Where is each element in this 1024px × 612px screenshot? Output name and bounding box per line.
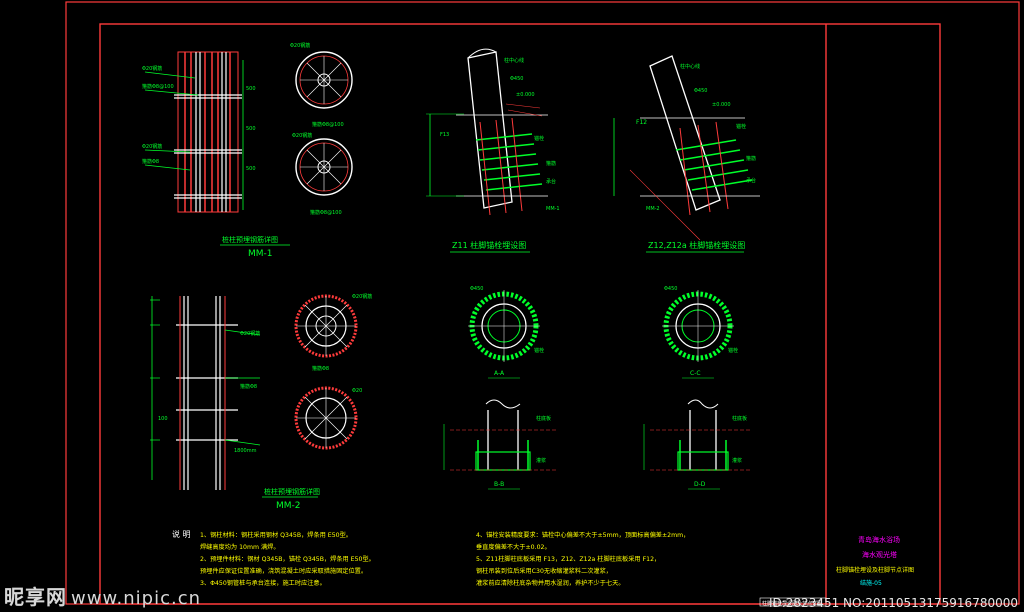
section-dd-label: D-D (694, 481, 706, 488)
svg-text:箍筋Φ8: 箍筋Φ8 (240, 383, 257, 390)
mm1-title: 桩柱预埋钢筋详图 (222, 235, 278, 244)
note-2b: 预埋件应保证位置准确，浇筑混凝土时应采取措施固定位置。 (200, 567, 367, 575)
mm2-code: MM-2 (276, 501, 301, 511)
svg-text:承台: 承台 (546, 178, 556, 185)
svg-text:1800mm: 1800mm (234, 448, 257, 454)
note-5: 5、Z11柱脚柱底板采用 F13，Z12、Z12a 柱脚柱底板采用 F12， (476, 555, 660, 563)
svg-text:Φ450: Φ450 (470, 286, 483, 292)
svg-text:500: 500 (246, 86, 256, 92)
svg-text:锚栓: 锚栓 (736, 123, 746, 130)
note-1b: 焊缝高度均为 10mm 满焊。 (200, 543, 280, 551)
svg-text:柱中心线: 柱中心线 (680, 63, 700, 70)
svg-text:灌浆: 灌浆 (732, 457, 742, 464)
svg-text:Φ20钢筋: Φ20钢筋 (142, 65, 162, 72)
svg-text:Φ20钢筋: Φ20钢筋 (142, 143, 162, 150)
svg-text:箍筋Φ8: 箍筋Φ8 (312, 365, 329, 372)
f12-label: F12 (636, 119, 647, 126)
mm1-code: MM-1 (248, 249, 273, 259)
bottom-label: 柱脚锚栓埋设图及节点详图 (762, 600, 822, 607)
svg-text:锚栓: 锚栓 (728, 347, 738, 354)
svg-text:F13: F13 (440, 132, 449, 138)
svg-text:Φ450: Φ450 (694, 88, 707, 94)
notes-block: 说 明 1、钢柱材料：钢柱采用钢材 Q345B，焊条用 E50型。 焊缝高度均为… (172, 529, 689, 587)
note-5c: 灌浆前应清除柱底杂物并用水湿润，养护不少于七天。 (476, 579, 625, 587)
svg-text:100: 100 (158, 416, 168, 422)
svg-text:箍筋: 箍筋 (746, 155, 756, 162)
notes-heading: 说 明 (172, 529, 191, 539)
z12-title: Z12,Z12a 柱脚锚栓埋设图 (648, 240, 745, 250)
svg-text:MM-1: MM-1 (546, 206, 560, 212)
section-aa-flange: Φ450 锚栓 A-A (468, 286, 544, 379)
svg-text:锚栓: 锚栓 (534, 347, 544, 354)
inner-border (99, 23, 941, 605)
outer-border (65, 1, 1020, 605)
note-4: 4、锚栓安装精度要求：锚栓中心偏差不大于±5mm，顶面标高偏差±2mm， (476, 531, 689, 539)
section-bb-label: B-B (494, 481, 504, 488)
note-2: 2、预埋件材料：钢材 Q345B，锚栓 Q345B，焊条用 E50型。 (200, 555, 375, 563)
svg-text:柱底板: 柱底板 (536, 415, 551, 422)
mm2-title: 桩柱预埋钢筋详图 (264, 487, 320, 496)
svg-text:灌浆: 灌浆 (536, 457, 546, 464)
section-cc-label: C-C (690, 370, 701, 377)
drawing-number: 结施-05 (860, 579, 882, 587)
note-4b: 垂直度偏差不大于±0.02。 (476, 543, 551, 551)
project-name: 青岛海水浴场 (858, 535, 900, 544)
svg-text:柱中心线: 柱中心线 (504, 57, 524, 64)
title-block: 青岛海水浴场 海水观光塔 柱脚锚栓埋设及柱脚节点详图 结施-05 柱脚锚栓埋设图… (759, 535, 914, 607)
svg-text:MM-2: MM-2 (646, 206, 660, 212)
sheet-name: 柱脚锚栓埋设及柱脚节点详图 (836, 566, 914, 574)
svg-text:500: 500 (246, 166, 256, 172)
svg-text:箍筋Φ8: 箍筋Φ8 (142, 158, 159, 165)
svg-text:Φ20钢筋: Φ20钢筋 (292, 132, 312, 139)
svg-text:±0.000: ±0.000 (516, 92, 535, 98)
svg-text:Φ20钢筋: Φ20钢筋 (240, 330, 260, 337)
svg-text:Φ450: Φ450 (664, 286, 677, 292)
svg-text:Φ20钢筋: Φ20钢筋 (352, 293, 372, 300)
svg-text:箍筋Φ8@100: 箍筋Φ8@100 (310, 209, 342, 216)
svg-text:Φ20钢筋: Φ20钢筋 (290, 42, 310, 49)
watermark-url: www.nipic.cn (71, 588, 201, 609)
svg-text:箍筋: 箍筋 (546, 160, 556, 167)
svg-text:Φ20: Φ20 (352, 388, 362, 394)
section-cc-flange: Φ450 锚栓 C-C (662, 286, 738, 379)
section-aa-label: A-A (494, 370, 505, 377)
svg-text:承台: 承台 (746, 177, 756, 184)
svg-text:Φ450: Φ450 (510, 76, 523, 82)
watermark-brand-text: 昵享网 (4, 585, 67, 609)
note-1: 1、钢柱材料：钢柱采用钢材 Q345B，焊条用 E50型。 (200, 531, 352, 539)
drawing-name: 海水观光塔 (862, 550, 897, 559)
svg-text:锚栓: 锚栓 (534, 135, 544, 142)
svg-text:箍筋Φ8@100: 箍筋Φ8@100 (142, 83, 174, 90)
note-3: 3、Φ450钢管桩与承台连接，施工时应注意。 (200, 579, 326, 587)
svg-text:±0.000: ±0.000 (712, 102, 731, 108)
svg-text:柱底板: 柱底板 (732, 415, 747, 422)
svg-text:箍筋Φ8@100: 箍筋Φ8@100 (312, 121, 344, 128)
z11-title: Z11 柱脚锚栓埋设图 (452, 240, 526, 250)
svg-text:500: 500 (246, 126, 256, 132)
note-5b: 钢柱吊装到位后采用C30无收缩灌浆料二次灌浆， (476, 567, 612, 575)
image-id-text: ID:2823451 NO:20110513175916780000 (768, 596, 1018, 610)
